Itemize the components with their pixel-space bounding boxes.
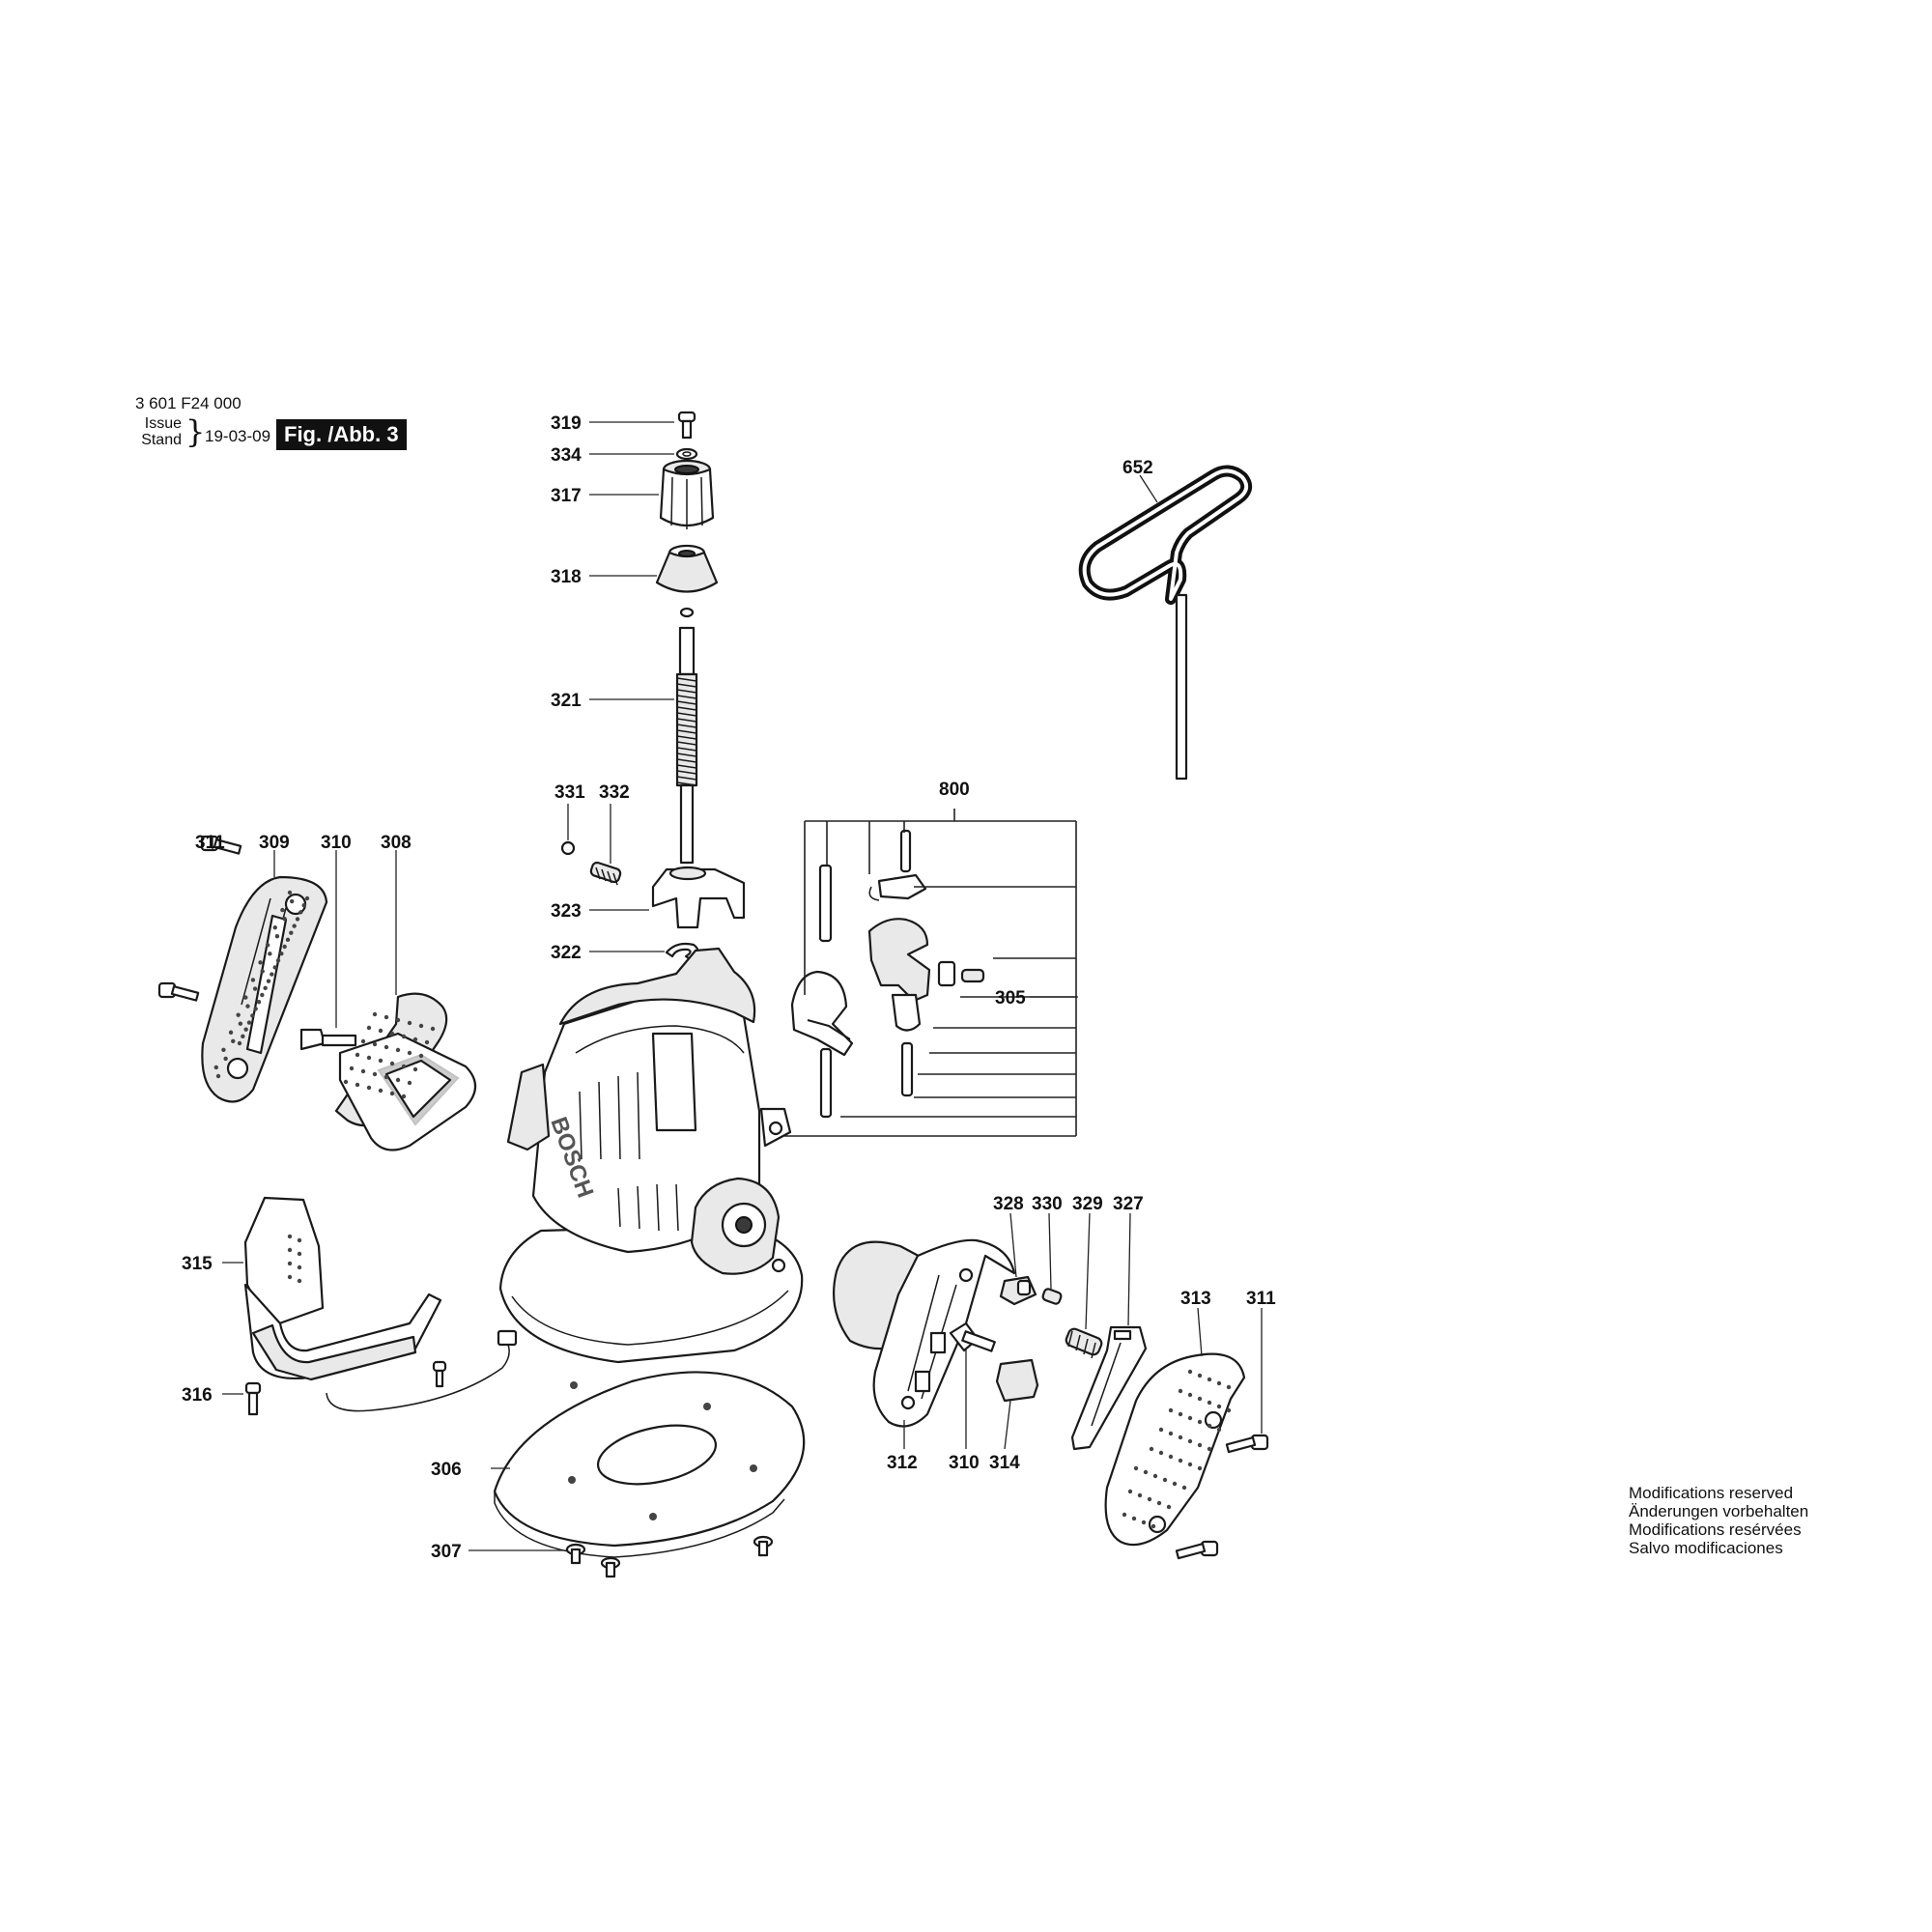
- part-number: 3 601 F24 000: [135, 394, 242, 412]
- part-316-screw: [244, 1360, 447, 1416]
- callout-313: 313: [1180, 1289, 1211, 1309]
- part-311-screw-right-top: [1225, 1434, 1269, 1454]
- document-header: 3 601 F24 000 Issue Stand } 19-03-09 Fig…: [135, 394, 444, 462]
- callout-310-right: 310: [949, 1453, 980, 1473]
- part-800-kit-pins-and-clamps: [790, 829, 985, 1119]
- callout-652: 652: [1122, 458, 1153, 478]
- part-314-label-plate: [995, 1358, 1039, 1403]
- callout-331: 331: [554, 782, 585, 803]
- part-318-nut: [655, 544, 719, 618]
- callout-328: 328: [993, 1194, 1024, 1214]
- callout-308: 308: [381, 833, 412, 853]
- modifications-note-en: Modifications reserved: [1629, 1484, 1794, 1502]
- modifications-note-de: Änderungen vorbehalten: [1629, 1502, 1809, 1520]
- figure-badge: Fig. /Abb. 3: [276, 419, 407, 450]
- cable-with-connector: [326, 1329, 518, 1412]
- part-319-screw: [677, 411, 696, 440]
- callout-329: 329: [1072, 1194, 1103, 1214]
- callout-310-left: 310: [321, 833, 352, 853]
- callout-314: 314: [989, 1453, 1020, 1473]
- callout-323: 323: [551, 901, 582, 922]
- part-309-handle-cover-left: [201, 875, 328, 1103]
- part-308-dust-extraction-adapter: [334, 992, 477, 1151]
- part-330-spring: [1041, 1288, 1063, 1305]
- callout-311-left: 311: [195, 833, 225, 853]
- part-313-handle-cover-right: [1104, 1352, 1246, 1547]
- part-315-chip-guard: [243, 1196, 442, 1381]
- callout-315: 315: [182, 1254, 213, 1274]
- callout-319: 319: [551, 413, 582, 434]
- part-312-handle-housing-right: [833, 1238, 1016, 1428]
- modifications-notice: Modifications reserved Änderungen vorbeh…: [1629, 1484, 1880, 1557]
- kit-800-bracket: [784, 809, 1077, 1137]
- callout-305: 305: [995, 988, 1026, 1009]
- issue-label: Issue: [144, 415, 182, 432]
- callout-327: 327: [1113, 1194, 1144, 1214]
- part-327-lever: [1070, 1325, 1148, 1451]
- callout-311-right: 311: [1246, 1289, 1276, 1309]
- callout-312: 312: [887, 1453, 918, 1473]
- modifications-note-es: Salvo modificaciones: [1629, 1539, 1783, 1557]
- callout-306: 306: [431, 1460, 462, 1480]
- modifications-note-fr: Modifications resérvées: [1629, 1520, 1802, 1539]
- issue-date: 19-03-09: [205, 427, 271, 445]
- part-310-screw-right: [949, 1321, 996, 1352]
- part-307-screws: [565, 1535, 774, 1578]
- part-332-spring: [589, 861, 622, 886]
- part-310-screw-left: [299, 1028, 357, 1051]
- callout-307: 307: [431, 1542, 462, 1562]
- callout-317: 317: [551, 486, 582, 506]
- part-317-adjust-knob: [659, 459, 715, 529]
- part-311-screw-left-top: [200, 835, 242, 855]
- brace-symbol: }: [185, 413, 206, 450]
- part-328-lock-button: [999, 1275, 1037, 1306]
- stand-label: Stand: [141, 432, 182, 448]
- part-323-depth-stop: [651, 866, 746, 929]
- callout-321: 321: [551, 691, 582, 711]
- part-331-ball: [560, 840, 576, 856]
- part-652-hex-t-key: [1078, 465, 1253, 781]
- callout-330: 330: [1032, 1194, 1063, 1214]
- issue-stand-labels: Issue Stand: [135, 415, 182, 448]
- callout-309: 309: [259, 833, 290, 853]
- callout-334: 334: [551, 445, 582, 466]
- callout-318: 318: [551, 567, 582, 587]
- main-router-base-housing: BOSCH: [498, 947, 804, 1364]
- part-311-screw-left-bottom: [157, 981, 200, 1002]
- part-321-threaded-spindle: [675, 626, 698, 865]
- callout-322: 322: [551, 943, 582, 963]
- callout-800: 800: [939, 780, 970, 800]
- part-334-washer: [675, 447, 698, 461]
- callout-332: 332: [599, 782, 630, 803]
- leader-lines: [212, 421, 1263, 1551]
- part-311-screw-right-bottom: [1175, 1540, 1219, 1560]
- callout-labels: 319 334 317 318 321 331 332 323 322 311 …: [182, 413, 1276, 1562]
- callout-316: 316: [182, 1385, 213, 1406]
- part-329-spring: [1065, 1327, 1103, 1359]
- part-306-base-plate: [493, 1371, 806, 1558]
